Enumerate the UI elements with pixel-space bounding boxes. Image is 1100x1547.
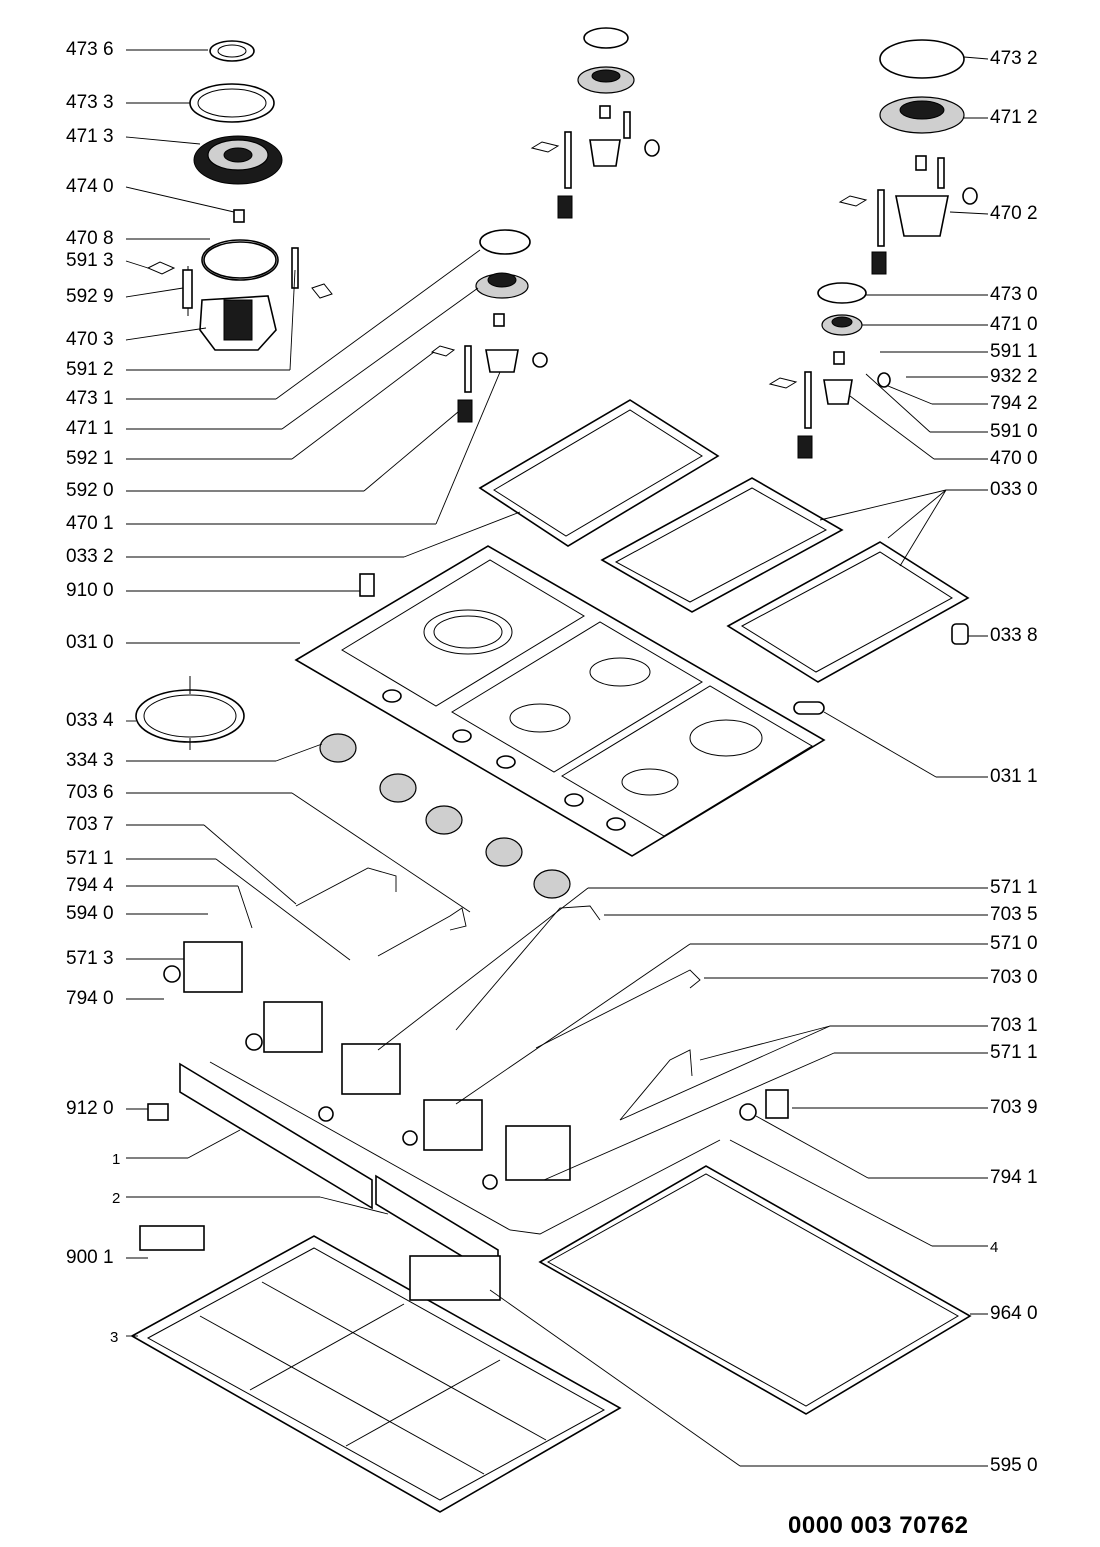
large-burner-assembly: [146, 40, 333, 351]
part-label: 470 2: [990, 203, 1038, 224]
part-label: 571 1: [66, 848, 114, 869]
washers: [163, 965, 789, 1190]
part-label: 033 0: [990, 479, 1038, 500]
part-label: 031 0: [66, 632, 114, 653]
part-label: 964 0: [990, 1303, 1038, 1324]
small-hardware: [147, 573, 969, 1121]
part-label: 703 5: [990, 904, 1038, 925]
part-label: 794 1: [990, 1167, 1038, 1188]
part-label: 571 0: [990, 933, 1038, 954]
part-label: 794 4: [66, 875, 114, 896]
gas-pipes: [209, 867, 721, 1235]
part-label: 571 1: [990, 1042, 1038, 1063]
part-label: 471 1: [66, 418, 114, 439]
part-label: 033 2: [66, 546, 114, 567]
part-label: 471 0: [990, 314, 1038, 335]
part-label: 334 3: [66, 750, 114, 771]
part-label: 473 2: [990, 48, 1038, 69]
part-label: 592 9: [66, 286, 114, 307]
part-label: 703 7: [66, 814, 114, 835]
part-label: 703 1: [990, 1015, 1038, 1036]
leader-lines-left: [125, 49, 521, 1337]
support-rails: [179, 1062, 499, 1280]
part-label: 470 3: [66, 329, 114, 350]
part-label: 794 0: [66, 988, 114, 1009]
part-label: 592 1: [66, 448, 114, 469]
part-label: 474 0: [66, 176, 114, 197]
part-label: 571 1: [990, 877, 1038, 898]
part-label: 703 0: [990, 967, 1038, 988]
part-label: 473 6: [66, 39, 114, 60]
part-label: 932 2: [990, 366, 1038, 387]
part-label: 473 1: [66, 388, 114, 409]
part-label: 033 8: [990, 625, 1038, 646]
hob-gasket: [538, 1165, 972, 1415]
part-label: 470 1: [66, 513, 114, 534]
part-label: 473 0: [990, 284, 1038, 305]
part-label: 703 6: [66, 782, 114, 803]
part-label: 471 3: [66, 126, 114, 147]
control-knobs: [319, 733, 571, 899]
part-label: 900 1: [66, 1247, 114, 1268]
part-label: 591 3: [66, 250, 114, 271]
part-label: 471 2: [990, 107, 1038, 128]
mid-burner-assembly: [430, 229, 548, 423]
base-tray: [130, 1225, 622, 1513]
part-label: 4: [990, 1239, 999, 1256]
gas-valves: [183, 941, 571, 1181]
hob-top-plate: [294, 545, 826, 857]
leader-lines-right: [377, 56, 989, 1467]
top-center-burner-assembly: [530, 27, 660, 219]
part-label: 591 0: [990, 421, 1038, 442]
part-label: 794 2: [990, 393, 1038, 414]
part-label: 595 0: [990, 1455, 1038, 1476]
part-label: 592 0: [66, 480, 114, 501]
drawing-number: 0000 003 70762: [788, 1512, 969, 1539]
part-label: 591 1: [990, 341, 1038, 362]
part-label: 470 0: [990, 448, 1038, 469]
top-right-burner-assembly: [838, 39, 978, 275]
part-label: 033 4: [66, 710, 114, 731]
wok-ring: [135, 676, 245, 750]
part-label: 3: [110, 1329, 119, 1346]
part-label: 594 0: [66, 903, 114, 924]
part-label: 473 3: [66, 92, 114, 113]
part-label: 2: [112, 1190, 121, 1207]
part-label: 703 9: [990, 1097, 1038, 1118]
part-label: 912 0: [66, 1098, 114, 1119]
part-label: 031 1: [990, 766, 1038, 787]
part-label: 571 3: [66, 948, 114, 969]
part-label: 591 2: [66, 359, 114, 380]
part-label: 910 0: [66, 580, 114, 601]
part-label: 470 8: [66, 228, 114, 249]
aux-burner-assembly: [768, 282, 891, 459]
part-label: 1: [112, 1151, 121, 1168]
pan-supports: [478, 399, 970, 683]
